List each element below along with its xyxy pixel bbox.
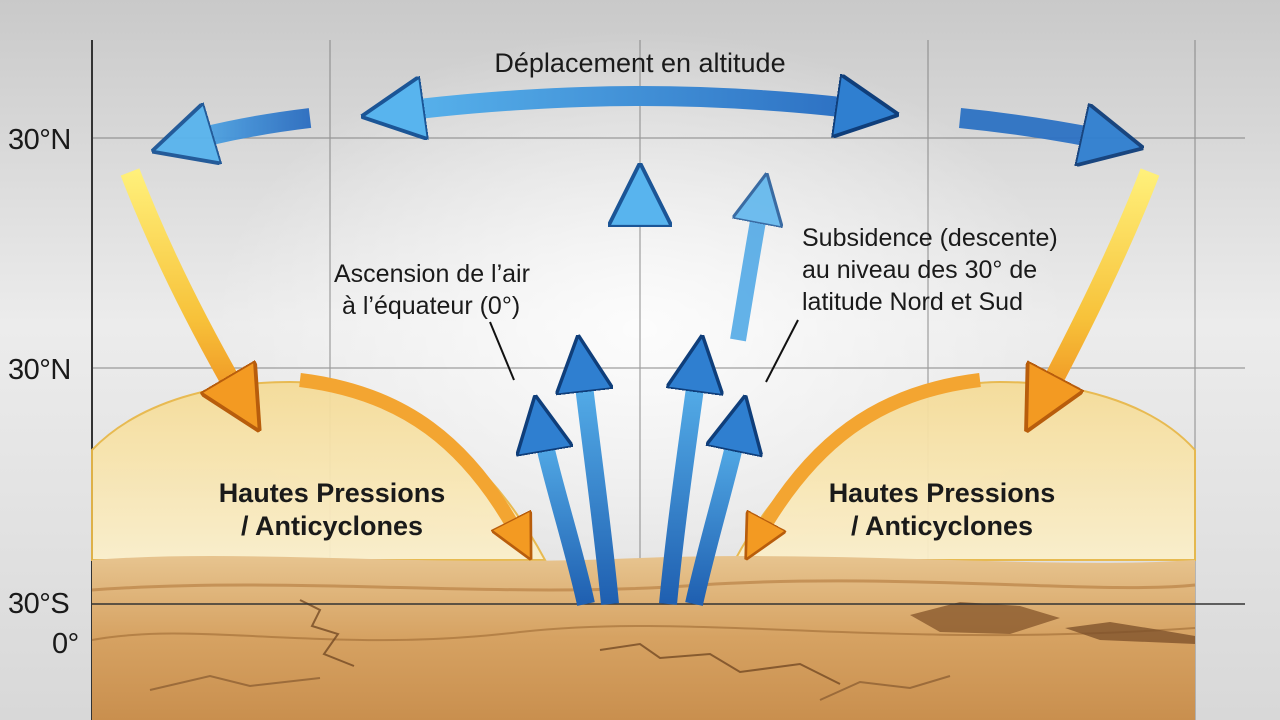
ascension-line-1: Ascension de l’air <box>334 260 530 288</box>
ascension-line-2: à l’équateur (0°) <box>342 292 521 320</box>
high-pressure-label-left: Hautes Pressions / Anticyclones <box>172 477 492 543</box>
subsidence-leader-line <box>765 319 799 383</box>
subsidence-line-1: Subsidence (descente) <box>802 224 1058 252</box>
latitude-label-equator: 0° <box>52 628 79 660</box>
latitude-label-middle: 30°N <box>8 354 71 386</box>
high-pressure-right-line-1: Hautes Pressions <box>828 478 1056 508</box>
high-pressure-left-line-2: / Anticyclones <box>240 511 424 541</box>
high-pressure-label-right: Hautes Pressions / Anticyclones <box>782 477 1102 543</box>
descending-air-arrows <box>120 168 1160 548</box>
subsidence-line-2: au niveau des 30° de <box>802 256 1038 284</box>
ascension-leader-line <box>489 321 515 381</box>
high-pressure-left-line-1: Hautes Pressions <box>218 478 446 508</box>
ascension-annotation: Ascension de l’air à l’équateur (0°) <box>334 258 530 322</box>
rising-air-arrows <box>538 182 764 606</box>
high-pressure-right-line-2: / Anticyclones <box>850 511 1034 541</box>
subsidence-annotation: Subsidence (descente) au niveau des 30° … <box>802 222 1058 318</box>
latitude-label-top: 30°N <box>8 124 71 156</box>
upper-air-title: Déplacement en altitude <box>494 48 786 78</box>
desert-ground <box>91 556 1196 720</box>
subsidence-line-3: latitude Nord et Sud <box>802 288 1023 316</box>
latitude-label-south: 30°S <box>8 588 70 620</box>
upper-air-flow-arrows <box>170 96 1125 146</box>
